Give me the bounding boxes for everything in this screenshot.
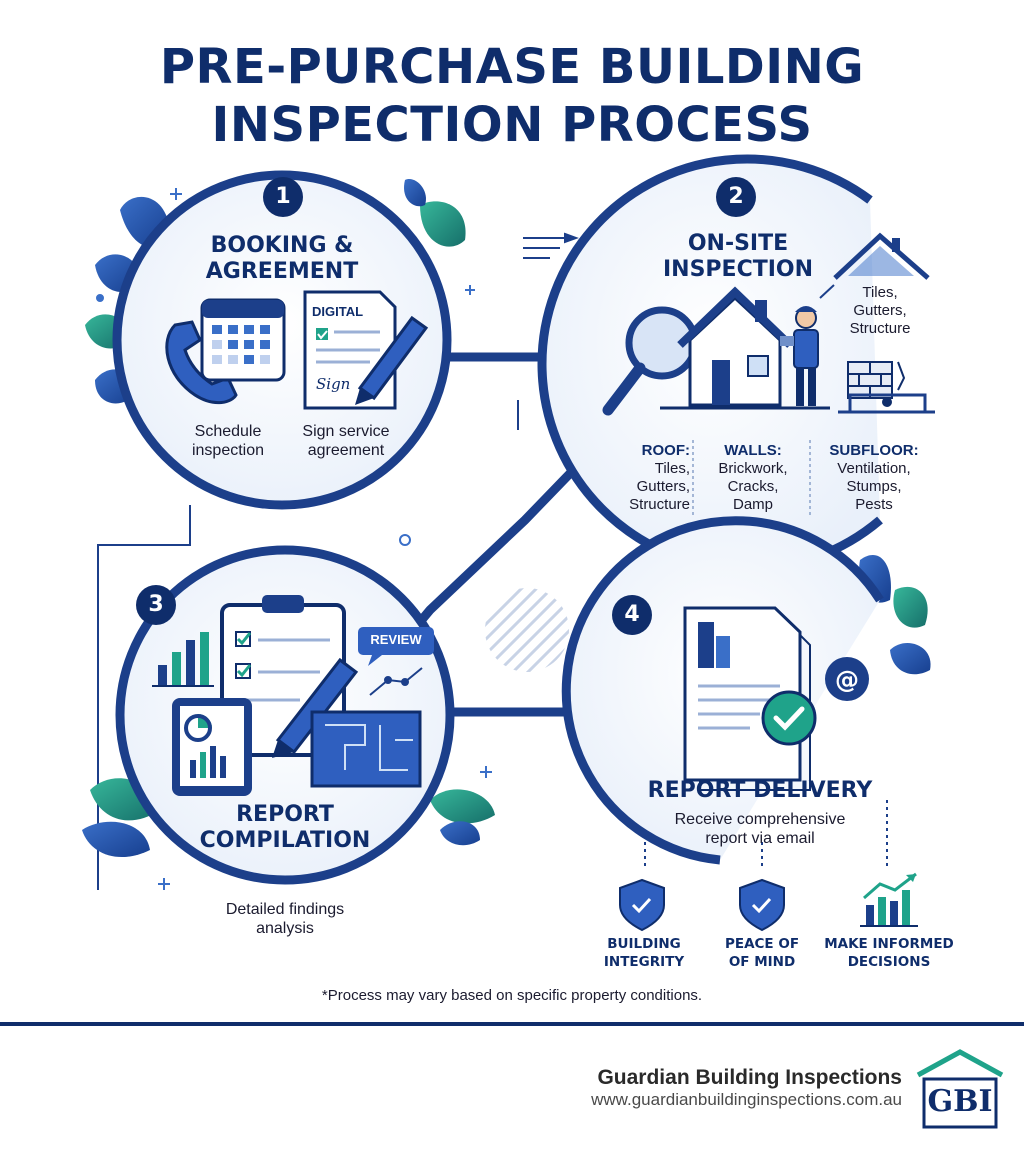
step-1-item-schedule: Schedule inspection [168,422,288,460]
benefit-1-line-2: INTEGRITY [603,954,685,970]
shield-check-icon [739,878,785,932]
blueprint-icon [310,710,422,788]
benefit-3-line-2: DECISIONS [847,954,931,970]
benefit-building-integrity: BUILDING INTEGRITY [569,935,719,971]
roof-line-1: Tiles, [654,460,690,477]
subfloor-line-2: Stumps, [846,478,902,495]
company-url[interactable]: www.guardianbuildinginspections.com.au [591,1090,902,1109]
step-4-caption-line-1: Receive comprehensive [674,811,846,828]
calendar-icon [200,298,286,382]
area-roof: ROOF: Tiles, Gutters, Structure [590,442,690,514]
step-2-number: 2 [716,177,756,217]
step-2-title-line-1: ON-SITE [687,231,789,256]
step-4-caption: Receive comprehensive report via email [640,810,880,848]
decorative-sparkles [96,188,492,890]
step-4-title: REPORT DELIVERY [647,778,873,803]
step-4-caption-line-2: report via email [705,830,815,847]
step-3-title-line-2: COMPILATION [199,828,371,853]
roof-line-2: Gutters, [636,478,690,495]
roof-callout-line-1: Tiles, [862,284,898,301]
bar-chart-icon [152,632,214,687]
subfloor-pest-icon [838,393,935,414]
pen-icon [355,315,429,405]
step-3-caption: Detailed findings analysis [185,900,385,938]
title-line-1: PRE-PURCHASE BUILDING [159,39,865,95]
step-1-title-line-2: AGREEMENT [205,259,359,284]
walls-line-2: Cracks, [727,478,779,495]
checkmark-badge-icon [761,690,817,746]
benefit-peace-of-mind: PEACE OF OF MIND [687,935,837,971]
inspector-icon [780,306,819,406]
sign-line-2: agreement [307,442,385,459]
roof-callout: Tiles, Gutters, Structure [830,284,930,338]
step-1-title: BOOKING & AGREEMENT [182,233,382,285]
signature-text: Sign [316,375,351,393]
house-icon [660,286,830,410]
review-tag [358,627,434,666]
logo-text: GBI [927,1084,993,1119]
sign-line-1: Sign service [302,423,390,440]
process-note: *Process may vary based on specific prop… [321,987,703,1004]
roof-icon [819,232,930,299]
title-line-2: INSPECTION PROCESS [211,97,813,153]
area-subfloor: SUBFLOOR: Ventilation, Stumps, Pests [814,442,934,514]
step-3-caption-line-1: Detailed findings [225,901,345,918]
footer-divider [0,1022,1024,1026]
step-1-number: 1 [263,177,303,217]
thin-guide-lines [97,232,579,890]
step-3-number: 3 [136,585,176,625]
subfloor-heading: SUBFLOOR: [829,442,919,459]
benefit-3-line-1: MAKE INFORMED [824,936,954,952]
roof-heading: ROOF: [641,442,690,459]
step-3-title-line-1: REPORT [236,802,334,827]
review-tag-label: REVIEW [370,632,422,647]
step-2-title: ON-SITE INSPECTION [648,231,828,283]
step-1-title-line-1: BOOKING & [210,233,354,258]
step-1-item-sign: Sign service agreement [286,422,406,460]
trend-line-icon [369,667,423,696]
walls-line-1: Brickwork, [718,460,788,477]
subfloor-line-3: Pests [855,496,893,513]
walls-line-3: Damp [732,496,773,513]
growth-chart-icon [860,872,918,927]
email-at-icon: @ [825,657,869,701]
company-logo [916,1049,1004,1129]
roof-callout-line-3: Structure [849,320,911,337]
step-3-title: REPORT COMPILATION [190,802,380,854]
phone-icon [165,320,238,405]
schedule-line-1: Schedule [194,423,262,440]
walls-heading: WALLS: [724,442,782,459]
shield-check-icon [619,878,665,932]
step-3-caption-line-2: analysis [256,920,314,937]
page-title: PRE-PURCHASE BUILDING INSPECTION PROCESS [0,38,1024,154]
subfloor-line-1: Ventilation, [837,460,911,477]
benefit-1-line-1: BUILDING [607,936,681,952]
area-dividers [692,440,811,515]
pen-icon-2 [272,657,359,758]
brick-wall-icon [847,361,906,399]
company-name: Guardian Building Inspections [597,1066,902,1089]
area-walls: WALLS: Brickwork, Cracks, Damp [698,442,808,514]
roof-callout-line-2: Gutters, [853,302,907,319]
tablet-icon [172,698,252,796]
benefit-informed-decisions: MAKE INFORMED DECISIONS [814,935,964,971]
schedule-line-2: inspection [191,442,265,459]
benefit-dashed-links [644,800,888,870]
svg-text:@: @ [835,666,859,694]
benefit-2-line-2: OF MIND [728,954,796,970]
step-4-number: 4 [612,595,652,635]
digital-label: DIGITAL [312,304,364,319]
roof-line-3: Structure [629,496,690,513]
step-2-title-line-2: INSPECTION [662,257,814,282]
benefit-2-line-1: PEACE OF [724,936,800,952]
